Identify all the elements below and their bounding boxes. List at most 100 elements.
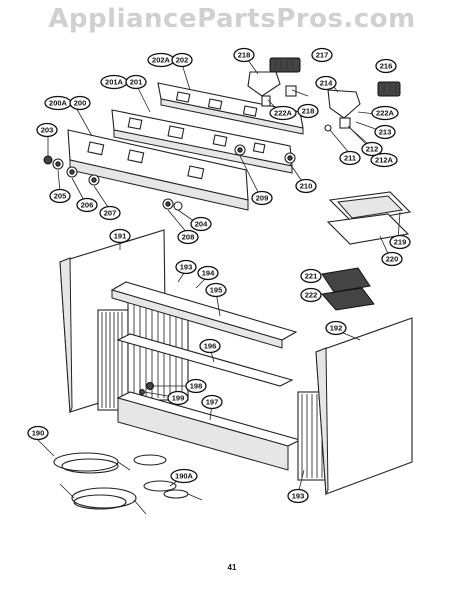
label-193a: 193 (175, 259, 197, 275)
label-222a-1: 222A (269, 105, 297, 121)
label-219: 219 (389, 234, 411, 250)
label-218b-text: 218 (302, 107, 315, 116)
label-222a-2: 222A (371, 105, 399, 121)
label-200-text: 200 (74, 99, 87, 108)
bracket-218 (247, 71, 297, 107)
tray-220 (326, 213, 410, 245)
label-221-text: 221 (305, 272, 318, 281)
label-208-text: 208 (182, 233, 195, 242)
label-217: 217 (311, 47, 333, 63)
label-190: 190 (27, 425, 49, 441)
panel-202 (157, 82, 304, 135)
label-197-text: 197 (206, 398, 219, 407)
label-199-text: 199 (172, 394, 185, 403)
label-205: 205 (49, 188, 71, 204)
middle-rail-196 (116, 333, 294, 387)
label-209-text: 209 (256, 194, 269, 203)
panel-201 (111, 109, 293, 174)
label-207-text: 207 (104, 209, 117, 218)
label-222: 222 (300, 287, 322, 303)
label-210-text: 210 (300, 182, 313, 191)
label-201-text: 201 (130, 78, 143, 87)
terminal-block-216 (377, 81, 401, 97)
knobs (43, 144, 296, 211)
label-214-text: 214 (320, 79, 333, 88)
label-216-text: 216 (380, 62, 393, 71)
label-190-text: 190 (32, 429, 45, 438)
label-212-text: 212 (366, 145, 379, 154)
label-191-text: 191 (114, 232, 127, 241)
label-196-text: 196 (204, 342, 217, 351)
label-193b-text: 193 (292, 492, 305, 501)
label-195-text: 195 (210, 286, 223, 295)
label-208: 208 (177, 229, 199, 245)
label-200a: 200A (44, 95, 72, 111)
label-213-text: 213 (379, 128, 392, 137)
label-211-text: 211 (344, 154, 356, 163)
label-216: 216 (375, 58, 397, 74)
label-198: 198 (185, 378, 207, 394)
label-202a: 202A (147, 52, 175, 68)
label-194: 194 (197, 265, 219, 281)
tubing-190a (133, 454, 203, 501)
panel-200 (67, 129, 249, 211)
label-191: 191 (109, 228, 131, 244)
watermark: AppliancePartsPros.com (48, 4, 416, 34)
label-193a-text: 193 (180, 263, 193, 272)
label-214: 214 (315, 75, 337, 91)
top-rail-195 (110, 281, 298, 349)
label-212a: 212A (370, 152, 398, 168)
label-218b: 218 (297, 103, 319, 119)
label-220: 220 (381, 251, 403, 267)
label-190a: 190A (170, 468, 198, 484)
label-200a-text: 200A (49, 99, 68, 108)
label-194-text: 194 (202, 269, 215, 278)
label-212: 212 (361, 141, 383, 157)
label-222-text: 222 (305, 291, 318, 300)
label-217-text: 217 (316, 51, 329, 60)
label-205-text: 205 (54, 192, 67, 201)
label-192: 192 (325, 320, 347, 336)
label-203: 203 (36, 122, 58, 138)
label-201a-text: 201A (105, 78, 124, 87)
label-218a-text: 218 (238, 51, 251, 60)
label-207: 207 (99, 205, 121, 221)
label-199: 199 (167, 390, 189, 406)
label-193b: 193 (287, 488, 309, 504)
terminal-block-217 (269, 57, 301, 73)
side-panel-192 (315, 317, 413, 496)
label-210: 210 (295, 178, 317, 194)
label-206-text: 206 (81, 201, 94, 210)
label-195: 195 (205, 282, 227, 298)
label-221: 221 (300, 268, 322, 284)
tubing-190 (53, 452, 147, 515)
page-number: 41 (227, 563, 237, 572)
label-202: 202 (171, 52, 193, 68)
label-196: 196 (199, 338, 221, 354)
label-212a-text: 212A (375, 156, 394, 165)
label-213: 213 (374, 124, 396, 140)
label-201: 201 (125, 74, 147, 90)
label-204: 204 (190, 216, 212, 232)
bracket-214 (324, 89, 361, 132)
label-218a: 218 (233, 47, 255, 63)
label-201a: 201A (100, 74, 128, 90)
label-190a-text: 190A (175, 472, 194, 481)
label-222a-2-text: 222A (376, 109, 395, 118)
label-197: 197 (201, 394, 223, 410)
label-203-text: 203 (41, 126, 54, 135)
label-220-text: 220 (386, 255, 399, 264)
tray-219 (328, 191, 412, 223)
label-202a-text: 202A (152, 56, 171, 65)
label-202-text: 202 (176, 56, 189, 65)
label-222a-1-text: 222A (274, 109, 293, 118)
label-204-text: 204 (195, 220, 208, 229)
label-209: 209 (251, 190, 273, 206)
label-219-text: 219 (394, 238, 407, 247)
label-211: 211 (339, 150, 361, 166)
manual-221 (321, 267, 371, 293)
label-200: 200 (69, 95, 91, 111)
manual-222 (321, 287, 375, 311)
label-192-text: 192 (330, 324, 343, 333)
